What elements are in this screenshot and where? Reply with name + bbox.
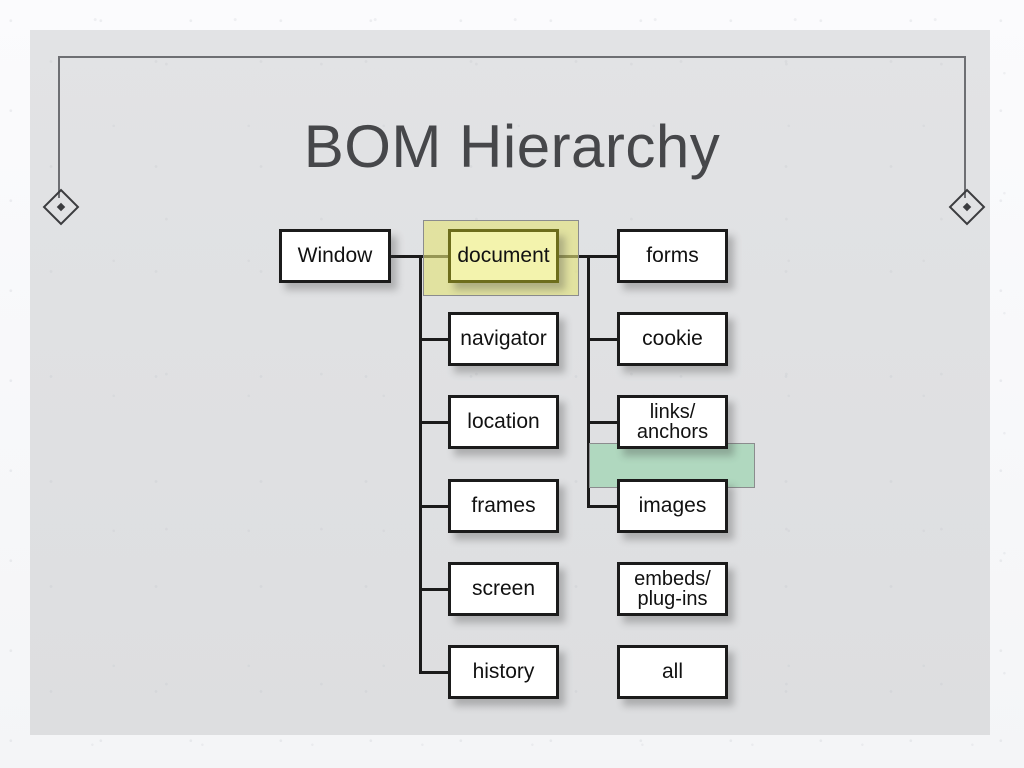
node-label-all: all	[661, 660, 683, 684]
connector-trunk-document	[587, 255, 590, 508]
node-history[interactable]: history	[448, 645, 559, 699]
node-label-window: Window	[297, 244, 373, 268]
connector-branch-history	[419, 671, 451, 674]
node-forms[interactable]: forms	[617, 229, 728, 283]
node-label-navigator: navigator	[460, 327, 547, 351]
node-location[interactable]: location	[448, 395, 559, 449]
node-all[interactable]: all	[617, 645, 728, 699]
frame-drop-line-right	[964, 56, 966, 198]
node-document[interactable]: document	[448, 229, 559, 283]
node-label-frames: frames	[471, 494, 536, 518]
connector-branch-images	[587, 505, 620, 508]
node-cookie[interactable]: cookie	[617, 312, 728, 366]
connector-branch-links	[587, 421, 620, 424]
connector-trunk-window	[419, 255, 422, 674]
node-embeds[interactable]: embeds/ plug-ins	[617, 562, 728, 616]
connector-stub-window	[391, 255, 422, 258]
node-label-cookie: cookie	[642, 327, 703, 351]
connector-branch-forms	[587, 255, 620, 258]
node-label-embeds: embeds/ plug-ins	[634, 567, 711, 610]
connector-branch-cookie	[587, 338, 620, 341]
node-label-images: images	[638, 494, 707, 518]
node-label-location: location	[467, 410, 540, 434]
node-label-links: links/ anchors	[636, 400, 709, 443]
frame-top-line	[58, 56, 966, 58]
connector-branch-frames	[419, 505, 451, 508]
connector-branch-screen	[419, 588, 451, 591]
node-navigator[interactable]: navigator	[448, 312, 559, 366]
node-images[interactable]: images	[617, 479, 728, 533]
node-label-forms: forms	[646, 244, 699, 268]
node-links[interactable]: links/ anchors	[617, 395, 728, 449]
node-label-screen: screen	[471, 577, 536, 601]
node-screen[interactable]: screen	[448, 562, 559, 616]
connector-branch-navigator	[419, 338, 451, 341]
connector-branch-location	[419, 421, 451, 424]
node-window[interactable]: Window	[279, 229, 391, 283]
slide-panel	[30, 30, 990, 735]
node-frames[interactable]: frames	[448, 479, 559, 533]
node-label-document: document	[457, 244, 550, 268]
page-title: BOM Hierarchy	[303, 113, 721, 180]
node-label-history: history	[472, 660, 535, 684]
frame-drop-line-left	[58, 56, 60, 198]
